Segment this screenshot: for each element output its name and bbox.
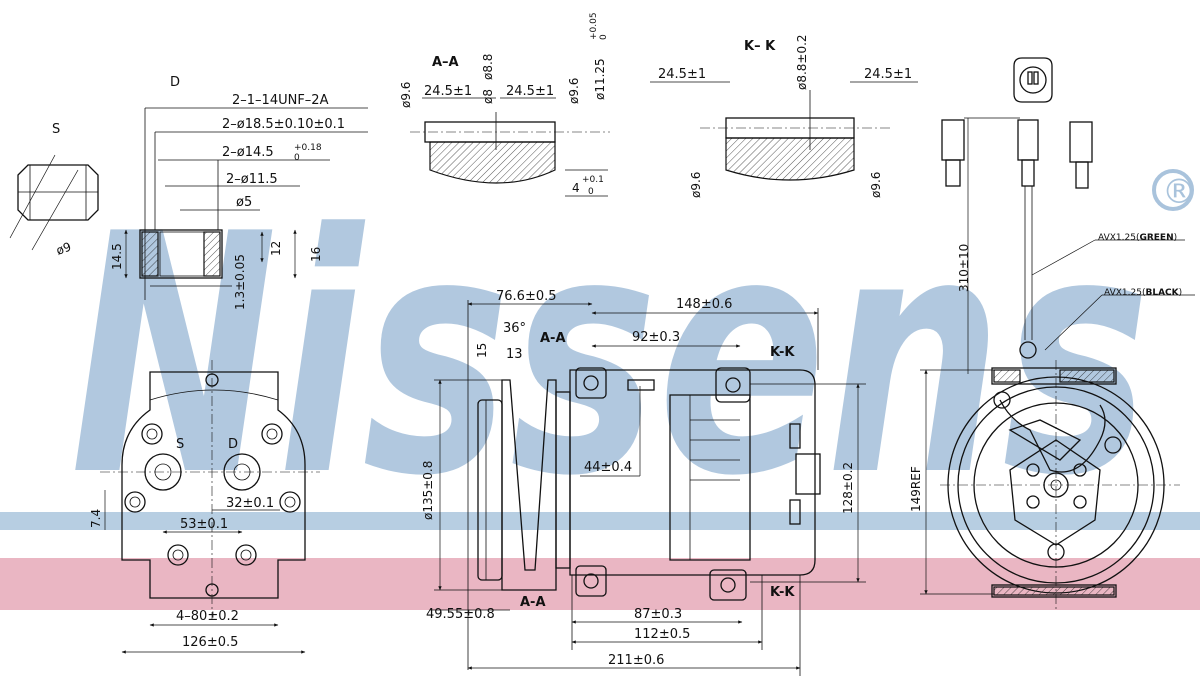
height-16: 16 [309,247,323,262]
side-dim-135: ø135±0.8 [421,461,435,520]
view-label-d: D [170,75,180,90]
dia-5: ø5 [236,195,252,210]
side-label-kk-top: K-K [770,345,795,360]
section-kk-view: K– K ø8.8±0.2 24.5±1 24.5±1 ø9.6 ø9.6 [650,34,918,198]
front-view: S D 32±0.1 53±0.1 7.4 4–80±0.2 126±0.5 [89,360,320,654]
front-dim-7-4: 7.4 [89,509,103,528]
blue-stripe [0,512,1200,530]
front-label-s: S [176,437,184,452]
side-dim-211: 211±0.6 [608,653,664,668]
side-label-kk-bottom: K-K [770,585,795,600]
right-dim-310: 310±10 [957,244,971,292]
dia-14-5-tol-up: +0.18 [294,143,322,153]
side-dim-128: 128±0.2 [841,462,855,514]
side-label-aa-top: A-A [540,331,566,346]
height-12: 12 [269,241,283,256]
brand-watermark: Nissens ® [0,164,1200,610]
view-label-kk: K– K [744,39,776,54]
side-dim-87: 87±0.3 [634,607,682,622]
s-dia-9: ø9 [54,240,73,258]
thread-spec: 2–1–14UNF–2A [232,93,329,108]
height-1-3: 1.3±0.05 [233,254,247,310]
side-dim-44: 44±0.4 [584,460,632,475]
front-dim-32: 32±0.1 [226,496,274,511]
dia-18-5: 2–ø18.5±0.10±0.1 [222,117,345,132]
registered-mark: ® [1162,172,1196,212]
view-label-aa: A–A [432,55,459,70]
aa-dia-11-25-tol-lo: 0 [599,34,609,40]
kk-width-right: 24.5±1 [864,67,912,82]
wire-green-label: AVX1.25(GREEN) [1098,233,1177,243]
aa-dia-9-6-left: ø9.6 [399,82,413,108]
wire-black-label: AVX1.25(BLACK) [1104,288,1182,298]
kk-dia-8-8: ø8.8±0.2 [795,34,809,90]
kk-dia-9-6-right: ø9.6 [869,172,883,198]
side-dim-112: 112±0.5 [634,627,690,642]
side-dim-148: 148±0.6 [676,297,732,312]
aa-width-left: 24.5±1 [424,84,472,99]
aa-width-right: 24.5±1 [506,84,554,99]
side-view: 76.6±0.5 148±0.6 36° A-A 15 13 92±0.3 K-… [421,289,866,676]
aa-depth-4: 4 [572,181,580,195]
view-label-s: S [52,122,60,137]
side-dim-13: 13 [506,347,523,362]
pink-stripe [0,558,1200,610]
aa-dia-11-25: ø11.25 [593,58,607,100]
front-dim-126: 126±0.5 [182,635,238,650]
side-dim-92: 92±0.3 [632,330,680,345]
side-dim-36: 36° [503,321,526,336]
side-dim-49-55: 49.55±0.8 [426,607,495,622]
kk-dia-9-6-left: ø9.6 [689,172,703,198]
aa-dia-8-8: ø8.8 [481,54,495,80]
front-label-d: D [228,437,238,452]
dia-14-5-tol-lo: 0 [294,153,300,163]
aa-dia-9-6-right: ø9.6 [567,78,581,104]
height-14-5: 14.5 [110,243,124,270]
aa-dia-11-25-tol-up: +0.05 [589,12,599,40]
side-dim-15: 15 [475,343,489,358]
right-view: 310±10 AVX1.25(GREEN) AVX1.25(BLACK) 1 [909,57,1195,610]
section-aa-view: A–A ø9.6 ø8 ø8.8 ø9.6 ø11.25 +0.05 0 24.… [399,12,610,197]
dia-14-5: 2–ø14.5 [222,145,274,160]
aa-dia-8: ø8 [481,89,495,104]
d-fitting-section: D 2–1–14UNF–2A 2–ø18.5±0.10±0.1 2–ø14.5 … [110,75,368,310]
front-dim-53: 53±0.1 [180,517,228,532]
side-dim-76-6: 76.6±0.5 [496,289,557,304]
aa-depth-tol-up: +0.1 [582,175,604,185]
aa-depth-tol-lo: 0 [588,187,594,197]
s-fitting-view: S ø9 [9,122,99,258]
kk-width-left: 24.5±1 [658,67,706,82]
dia-11-5: 2–ø11.5 [226,172,278,187]
registered-circle [1152,169,1194,211]
watermark-text: Nissens [70,164,1150,548]
side-label-aa-bottom: A-A [520,595,546,610]
right-dim-149: 149REF [909,466,923,512]
front-dim-4-80: 4–80±0.2 [176,609,239,624]
